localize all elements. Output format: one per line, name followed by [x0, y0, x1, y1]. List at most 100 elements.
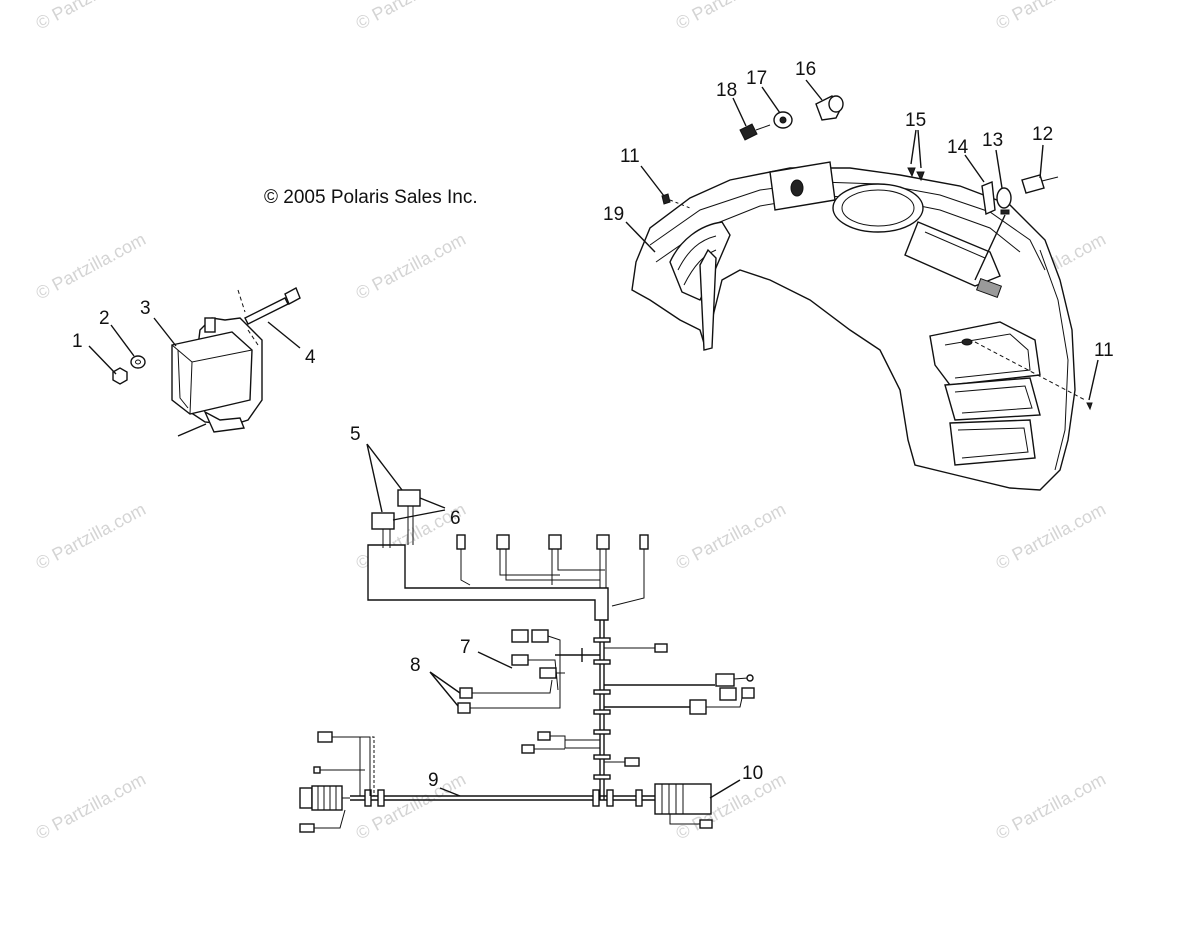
clip [592, 789, 600, 807]
connector-pins [317, 786, 337, 810]
console-edge [1039, 249, 1069, 471]
wire [314, 809, 346, 829]
callout-11b: 11 [1094, 340, 1114, 361]
connector [624, 757, 640, 767]
main-connector [311, 785, 343, 811]
callout-12: 12 [1032, 124, 1053, 145]
watermark: © Partzilla.com [32, 229, 148, 304]
indicator-lens [981, 181, 996, 216]
screw [907, 167, 916, 178]
vent-lower-inner [957, 427, 1029, 459]
wire [470, 679, 561, 709]
watermark: © Partzilla.com [672, 0, 788, 34]
connector [456, 534, 466, 550]
callout-18: 18 [716, 80, 737, 101]
dash-hardware [625, 79, 1099, 411]
callout-9: 9 [428, 770, 439, 791]
wire [460, 549, 471, 586]
callout-5: 5 [350, 424, 361, 445]
callout-14: 14 [947, 137, 969, 158]
plug-head [828, 95, 844, 113]
connector [537, 731, 551, 741]
connector [299, 823, 315, 833]
harness-branch [456, 534, 649, 607]
leader-line [709, 779, 741, 799]
spine-clips [593, 637, 611, 780]
callout-15: 15 [905, 110, 926, 131]
watermark: © Partzilla.com [352, 0, 468, 34]
bulb-socket [1021, 174, 1045, 194]
leader-line [392, 497, 446, 521]
leader-line [177, 423, 207, 437]
wire [706, 697, 743, 708]
connector [639, 534, 649, 550]
connector [539, 667, 557, 679]
bracket-tab [204, 317, 216, 333]
wiring-harness [299, 443, 755, 833]
wire [362, 736, 375, 796]
watermark: © Partzilla.com [352, 229, 468, 304]
screw [916, 171, 925, 182]
clip [593, 709, 611, 715]
ring-terminal [746, 674, 754, 682]
connector [654, 643, 668, 653]
callout-2: 2 [99, 308, 110, 329]
callout-19: 19 [603, 204, 624, 225]
vent-middle-inner [954, 385, 1033, 414]
harness-trunk [367, 544, 609, 621]
watermark: © Partzilla.com [992, 769, 1108, 844]
connector [715, 673, 735, 687]
callout-8: 8 [410, 655, 421, 676]
connector [511, 654, 529, 666]
vent-upper-inner [944, 333, 1031, 379]
watermark: © Partzilla.com [32, 769, 148, 844]
callout-1: 1 [72, 331, 83, 352]
leader-line [805, 79, 823, 101]
connector [511, 629, 529, 643]
leader-line [995, 149, 1003, 189]
leader-line [761, 86, 781, 114]
leader-line [640, 165, 665, 197]
leader-line [429, 671, 461, 707]
relay [371, 512, 395, 530]
leader-line [1039, 144, 1044, 179]
nut [112, 367, 128, 385]
callout-17: 17 [746, 68, 767, 89]
vent-upper [929, 321, 1041, 386]
leader-line [88, 345, 117, 375]
clip [593, 754, 611, 760]
control-module [171, 331, 253, 415]
connector-pins [661, 784, 684, 814]
grommet [996, 187, 1012, 209]
gauge-opening [832, 183, 924, 233]
leader-line [974, 214, 1006, 281]
wire [611, 549, 645, 607]
switch-stem [755, 124, 771, 131]
connector [699, 819, 713, 829]
dash-screw [1086, 402, 1093, 411]
left-strip [699, 248, 717, 351]
wire [550, 735, 600, 749]
right-slot-detail [924, 231, 986, 259]
terminal [313, 766, 321, 774]
module-assembly [88, 287, 301, 437]
clip [593, 659, 611, 665]
dash-panel [631, 161, 1076, 491]
main-harness [350, 795, 655, 801]
vent-middle [944, 377, 1041, 421]
watermark: © Partzilla.com [992, 499, 1108, 574]
clip [593, 689, 611, 695]
leader-line [153, 317, 177, 347]
leader-line [910, 129, 922, 169]
callout-7: 7 [460, 637, 471, 658]
module-edge [177, 349, 189, 409]
leader-line [625, 221, 656, 253]
leader-line [732, 97, 747, 127]
connector [521, 744, 535, 754]
bolt [237, 287, 301, 346]
wire [551, 549, 605, 585]
connector [596, 534, 610, 550]
wire [528, 635, 565, 700]
clip [606, 789, 614, 807]
